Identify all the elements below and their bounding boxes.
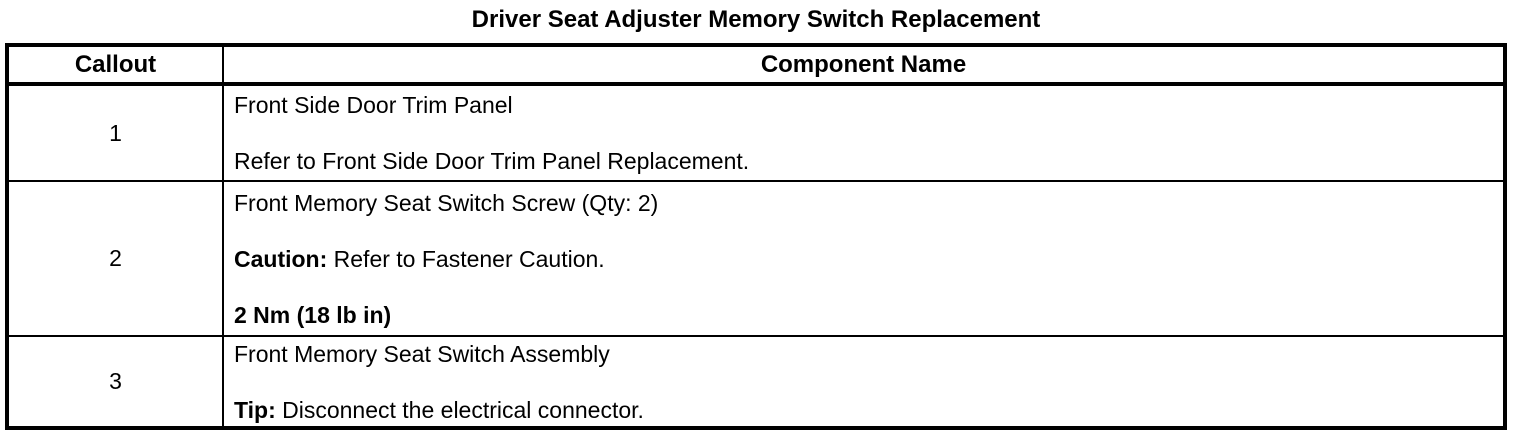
component-cell: Front Memory Seat Switch Assembly Tip: D… <box>222 335 1506 429</box>
column-header-callout: Callout <box>6 44 224 86</box>
component-line-emphasis: 2 Nm (18 lb in) <box>234 301 392 328</box>
component-line-emphasis: Caution: <box>234 245 328 272</box>
table-row: 2 Front Memory Seat Switch Screw (Qty: 2… <box>6 180 1506 337</box>
table-row: 3 Front Memory Seat Switch Assembly Tip:… <box>6 335 1506 429</box>
component-line: Tip: Disconnect the electrical connector… <box>234 396 1493 424</box>
component-line-text: Refer to Front Side Door Trim Panel Repl… <box>234 148 750 174</box>
component-line: Front Memory Seat Switch Screw (Qty: 2) <box>234 189 1493 217</box>
component-line: Refer to Front Side Door Trim Panel Repl… <box>234 147 1493 175</box>
callout-number: 2 <box>6 180 224 337</box>
table-row: 1 Front Side Door Trim Panel Refer to Fr… <box>6 83 1506 182</box>
page-title: Driver Seat Adjuster Memory Switch Repla… <box>471 6 1041 33</box>
component-line-text: Front Memory Seat Switch Screw (Qty: 2) <box>234 189 659 216</box>
component-line-text: Front Side Door Trim Panel <box>234 92 513 118</box>
component-cell: Front Memory Seat Switch Screw (Qty: 2) … <box>222 180 1506 337</box>
component-line-text: Refer to Fastener Caution. <box>327 245 605 272</box>
component-callout-table: Callout Component Name 1 Front Side Door… <box>5 43 1507 430</box>
component-line: Caution: Refer to Fastener Caution. <box>234 245 1493 273</box>
component-line: 2 Nm (18 lb in) <box>234 301 1493 329</box>
component-cell: Front Side Door Trim Panel Refer to Fron… <box>222 83 1506 182</box>
component-line: Front Memory Seat Switch Assembly <box>234 340 1493 368</box>
column-header-component-name: Component Name <box>222 44 1506 86</box>
component-line-text: Front Memory Seat Switch Assembly <box>234 340 610 367</box>
component-line-text: Disconnect the electrical connector. <box>275 396 644 423</box>
callout-number: 1 <box>6 83 224 182</box>
callout-number: 3 <box>6 335 224 429</box>
component-line-emphasis: Tip: <box>234 396 276 423</box>
table-header-row: Callout Component Name <box>6 44 1506 86</box>
component-line: Front Side Door Trim Panel <box>234 91 1493 119</box>
